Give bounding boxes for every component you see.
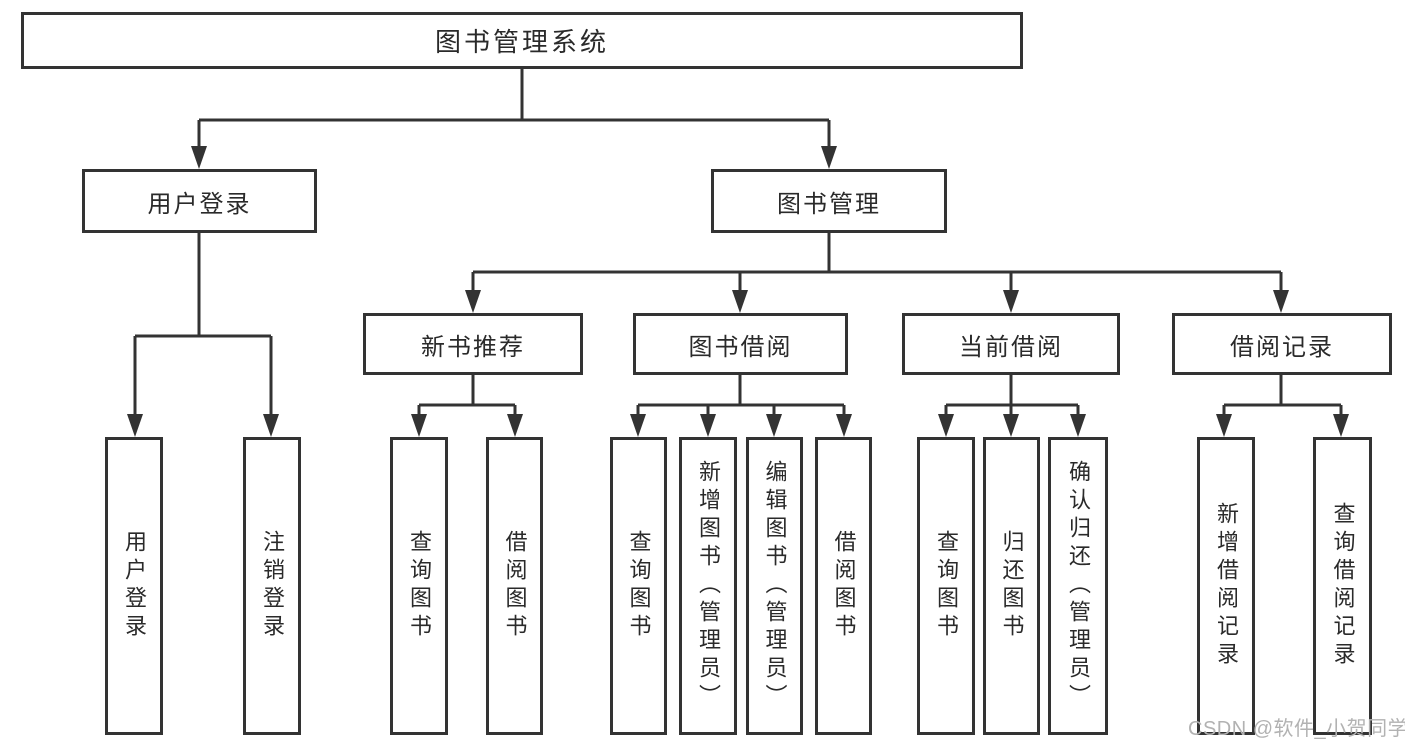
leaf-return-book-label: 归还图书 bbox=[999, 530, 1025, 642]
leaf-borrow-books-recommend-label: 借阅图书 bbox=[502, 530, 528, 642]
leaf-add-book-admin-label: 新增图书（管理员） bbox=[696, 460, 721, 712]
leaf-add-book-admin: 新增图书（管理员） bbox=[679, 437, 737, 735]
leaf-query-books-borrow: 查询图书 bbox=[610, 437, 667, 735]
leaf-confirm-return-admin-label: 确认归还（管理员） bbox=[1066, 460, 1091, 712]
leaf-edit-book-admin: 编辑图书（管理员） bbox=[746, 437, 803, 735]
leaf-query-books-recommend-label: 查询图书 bbox=[407, 530, 432, 642]
node-current-borrow: 当前借阅 bbox=[902, 313, 1120, 375]
node-book-borrow: 图书借阅 bbox=[633, 313, 848, 375]
node-user-login: 用户登录 bbox=[82, 169, 317, 233]
leaf-query-borrow-record-label: 查询借阅记录 bbox=[1330, 502, 1356, 670]
leaf-query-books-recommend: 查询图书 bbox=[390, 437, 448, 735]
arrowheads bbox=[127, 146, 1349, 437]
node-new-book-recommend: 新书推荐 bbox=[363, 313, 583, 375]
leaf-add-borrow-record-label: 新增借阅记录 bbox=[1214, 502, 1239, 670]
node-library-system: 图书管理系统 bbox=[21, 12, 1023, 69]
leaf-add-borrow-record: 新增借阅记录 bbox=[1197, 437, 1255, 735]
leaf-edit-book-admin-label: 编辑图书（管理员） bbox=[762, 460, 788, 712]
leaf-borrow-books-borrow: 借阅图书 bbox=[815, 437, 872, 735]
connector-user-login bbox=[133, 232, 273, 420]
leaf-logout: 注销登录 bbox=[243, 437, 301, 735]
leaf-query-books-current-label: 查询图书 bbox=[934, 530, 959, 642]
connector-book-management bbox=[471, 232, 1283, 295]
leaf-query-borrow-record: 查询借阅记录 bbox=[1313, 437, 1372, 735]
leaf-query-books-current: 查询图书 bbox=[917, 437, 975, 735]
connector-current-borrow bbox=[944, 375, 1080, 420]
leaf-logout-label: 注销登录 bbox=[260, 530, 285, 642]
leaf-query-books-borrow-label: 查询图书 bbox=[626, 530, 652, 642]
connector-borrow-records bbox=[1222, 375, 1343, 420]
watermark: CSDN @软件_小贺同学 bbox=[1188, 718, 1405, 740]
leaf-borrow-books-recommend: 借阅图书 bbox=[486, 437, 543, 735]
leaf-borrow-books-borrow-label: 借阅图书 bbox=[831, 530, 857, 642]
leaf-user-login-label: 用户登录 bbox=[122, 530, 147, 642]
leaf-confirm-return-admin: 确认归还（管理员） bbox=[1048, 437, 1108, 735]
node-borrow-records: 借阅记录 bbox=[1172, 313, 1392, 375]
connector-book-borrow bbox=[636, 375, 846, 420]
node-book-management: 图书管理 bbox=[711, 169, 947, 233]
connector-root bbox=[197, 69, 831, 150]
leaf-user-login: 用户登录 bbox=[105, 437, 163, 735]
leaf-return-book: 归还图书 bbox=[983, 437, 1040, 735]
connector-new-book-recommend bbox=[417, 375, 517, 420]
